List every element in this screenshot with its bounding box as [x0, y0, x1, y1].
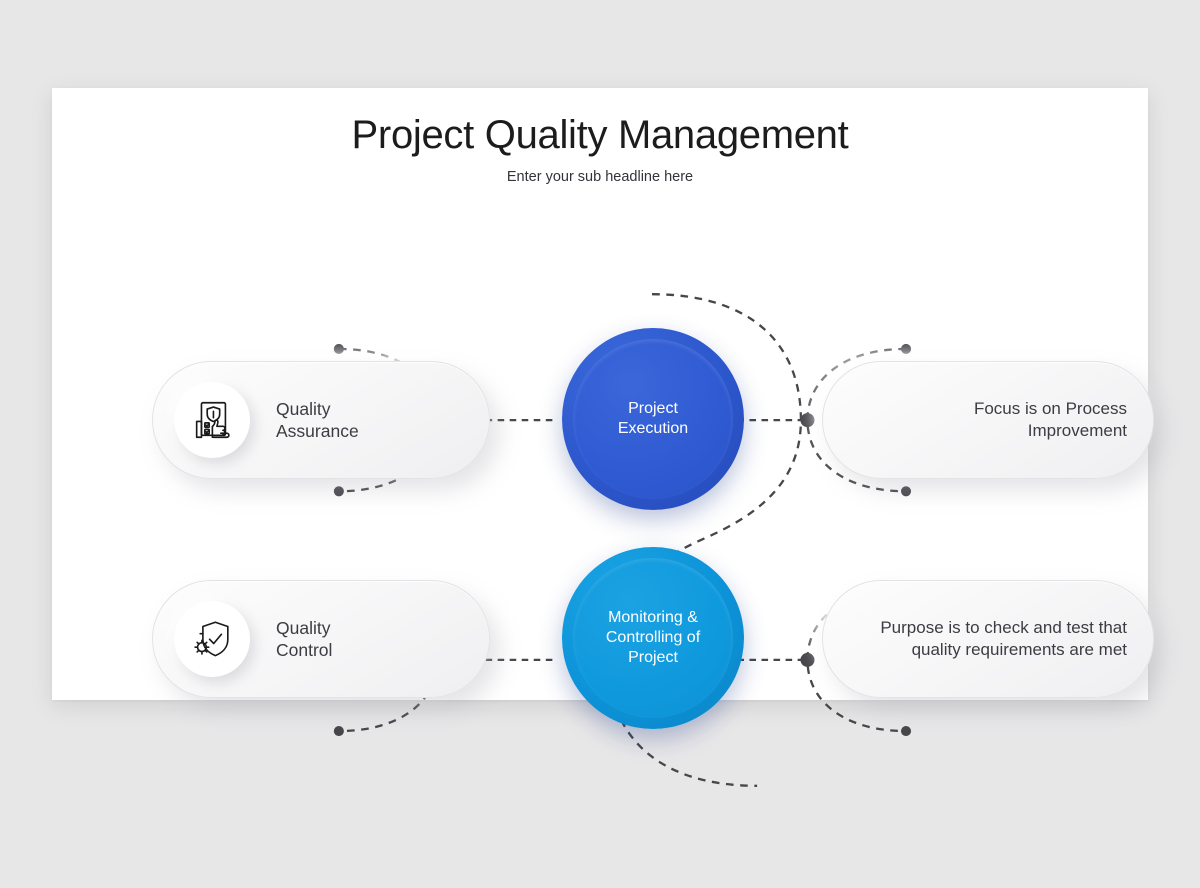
- connector-dot: [333, 343, 344, 354]
- clipboard-shield-thumbsup-icon: [174, 382, 250, 458]
- card-purpose-check-test[interactable]: Purpose is to check and test that qualit…: [822, 580, 1154, 698]
- hub-label: Monitoring & Controlling of Project: [605, 608, 701, 667]
- hub-inner-ring: [573, 339, 733, 499]
- hub-label: Project Execution: [617, 399, 689, 437]
- connector-dot: [900, 486, 912, 497]
- card-quality-assurance[interactable]: Quality Assurance: [152, 361, 490, 479]
- connector-hub-dot: [800, 413, 815, 428]
- hub-project-execution[interactable]: Project Execution: [562, 328, 744, 510]
- shield-check-gear-icon: [174, 601, 250, 677]
- hub-monitoring-controlling[interactable]: Monitoring & Controlling of Project: [562, 547, 744, 729]
- connector-dot: [333, 726, 344, 737]
- slide-header: Project Quality Management Enter your su…: [52, 88, 1148, 185]
- slide-canvas: Project Quality Management Enter your su…: [52, 88, 1154, 787]
- connector-dot: [900, 343, 912, 354]
- connector-hub-dot: [800, 652, 815, 667]
- card-text: Purpose is to check and test that qualit…: [880, 618, 1127, 659]
- page-subtitle: Enter your sub headline here: [506, 169, 694, 185]
- card-quality-control[interactable]: Quality Control: [152, 580, 490, 698]
- card-label: Quality Assurance: [276, 398, 359, 441]
- card-focus-process-improvement[interactable]: Focus is on Process Improvement: [822, 361, 1154, 479]
- card-text: Focus is on Process Improvement: [973, 399, 1127, 440]
- page-title: Project Quality Management: [351, 113, 849, 157]
- card-label: Quality Control: [276, 617, 333, 660]
- hub-inner-ring: [573, 558, 733, 718]
- connector-dot: [900, 726, 912, 737]
- connector-dot: [333, 486, 344, 497]
